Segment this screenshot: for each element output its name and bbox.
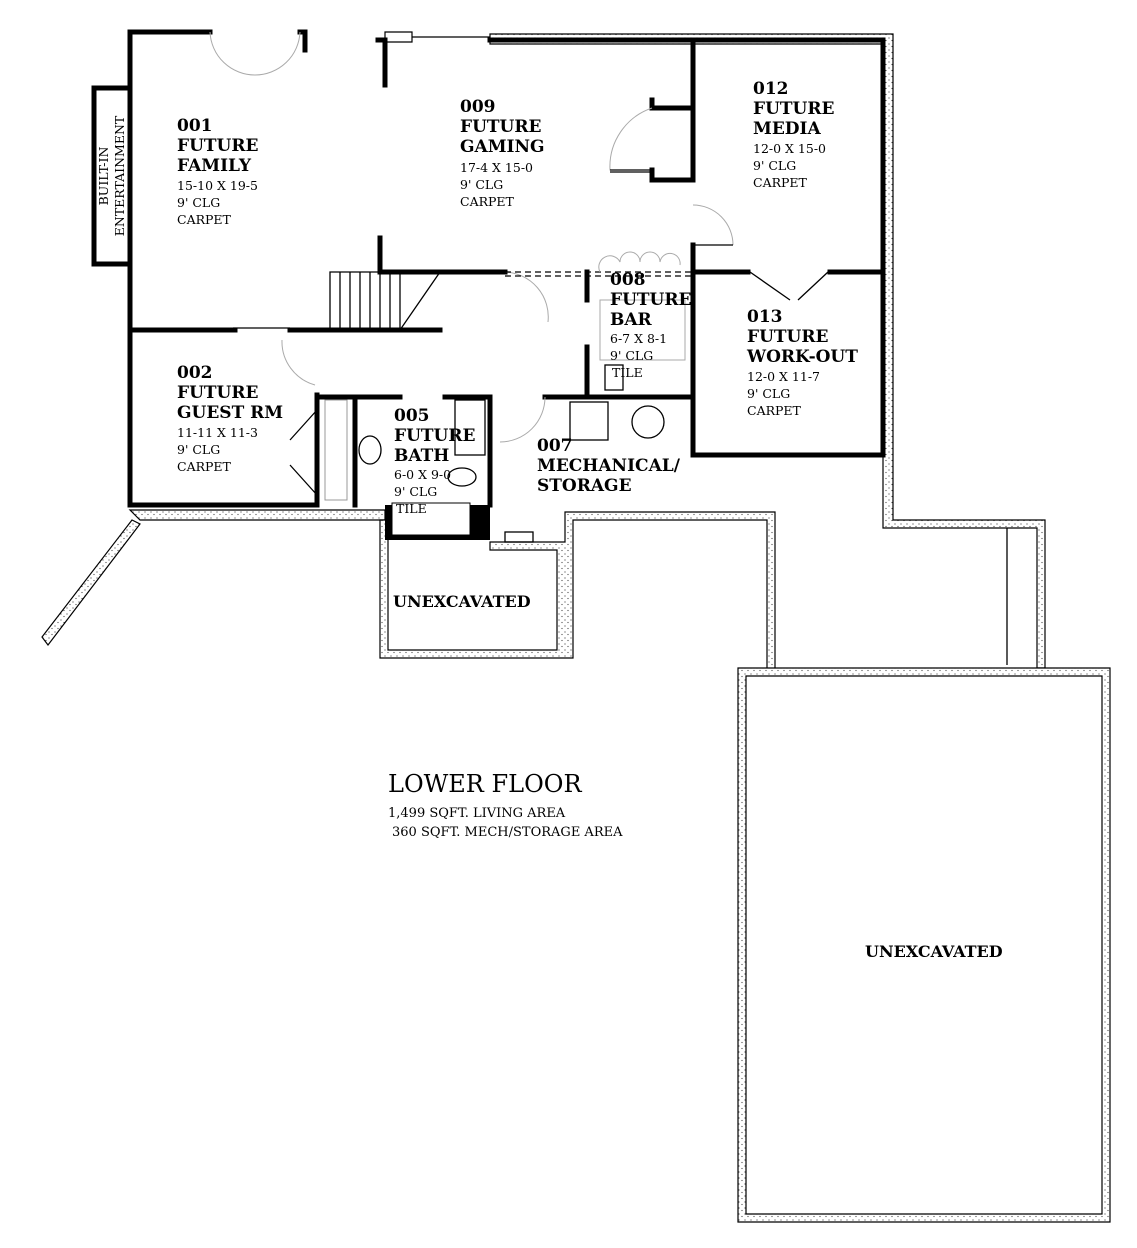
room-label-text: FUTURE [460, 117, 541, 137]
floor-title-block: LOWER FLOOR 1,499 SQFT. LIVING AREA 360 … [388, 770, 623, 840]
room-label-text: 007 [537, 436, 573, 456]
room-label-text: CARPET [753, 175, 808, 190]
room-label-text: BATH [394, 446, 449, 466]
room-005-label: 005 FUTURE BATH 6-0 X 9-0 9' CLG TILE [394, 406, 475, 516]
room-label-text: 6-7 X 8-1 [610, 331, 667, 346]
unexcavated-label-large: UNEXCAVATED [865, 942, 1003, 961]
room-label-text: 005 [394, 406, 430, 426]
room-label-text: 12-0 X 15-0 [753, 141, 826, 156]
room-label-text: TILE [612, 365, 643, 380]
room-label-text: FUTURE [177, 383, 258, 403]
room-007-label: 007 MECHANICAL/ STORAGE [537, 436, 681, 496]
room-label-text: FUTURE [753, 99, 834, 119]
room-label-text: BAR [610, 310, 653, 330]
room-label-text: CARPET [177, 459, 232, 474]
living-area: 1,499 SQFT. LIVING AREA [388, 806, 566, 821]
unexcavated-label-small: UNEXCAVATED [393, 592, 531, 611]
room-012-label: 012 FUTURE MEDIA 12-0 X 15-0 9' CLG CARP… [753, 79, 834, 190]
room-label-text: 013 [747, 307, 783, 327]
room-label-text: 9' CLG [460, 177, 503, 192]
room-label-text: 12-0 X 11-7 [747, 369, 820, 384]
room-label-text: MECHANICAL/ [537, 456, 681, 476]
built-in-entertainment-label: BUILT-IN ENTERTAINMENT [96, 115, 127, 236]
room-001-label: 001 FUTURE FAMILY 15-10 X 19-5 9' CLG CA… [177, 116, 258, 227]
room-label-text: 9' CLG [610, 348, 653, 363]
room-label-text: 008 [610, 270, 646, 290]
room-label-text: 9' CLG [747, 386, 790, 401]
floor-title: LOWER FLOOR [388, 770, 582, 798]
room-label-text: CARPET [747, 403, 802, 418]
room-009-label: 009 FUTURE GAMING 17-4 X 15-0 9' CLG CAR… [460, 97, 545, 209]
room-label-text: TILE [396, 501, 427, 516]
room-label-text: CARPET [177, 212, 232, 227]
room-label-text: 9' CLG [394, 484, 437, 499]
built-in-line-1: BUILT-IN [96, 147, 111, 206]
room-label-text: 6-0 X 9-0 [394, 467, 451, 482]
room-013-label: 013 FUTURE WORK-OUT 12-0 X 11-7 9' CLG C… [746, 307, 858, 418]
room-label-text: FUTURE [610, 290, 691, 310]
room-label-text: 9' CLG [177, 195, 220, 210]
room-label-text: FUTURE [177, 136, 258, 156]
room-label-text: GUEST RM [177, 403, 283, 423]
room-label-text: FUTURE [747, 327, 828, 347]
foundation-walls [41, 31, 1111, 1223]
room-label-text: GAMING [460, 137, 545, 157]
fixtures [129, 31, 829, 543]
mech-storage-area: 360 SQFT. MECH/STORAGE AREA [392, 825, 623, 840]
room-label-text: FAMILY [177, 156, 252, 176]
walls [91, 29, 886, 540]
room-002-label: 002 FUTURE GUEST RM 11-11 X 11-3 9' CLG … [177, 363, 283, 474]
room-label-text: 009 [460, 97, 496, 117]
room-label-text: 15-10 X 19-5 [177, 178, 258, 193]
room-label-text: 17-4 X 15-0 [460, 160, 533, 175]
room-label-text: MEDIA [753, 119, 821, 139]
room-label-text: 001 [177, 116, 213, 136]
room-label-text: FUTURE [394, 426, 475, 446]
room-label-text: 002 [177, 363, 213, 383]
room-label-text: 012 [753, 79, 789, 99]
room-008-label: 008 FUTURE BAR 6-7 X 8-1 9' CLG TILE [610, 270, 691, 380]
built-in-line-2: ENTERTAINMENT [112, 115, 127, 236]
room-label-text: 9' CLG [177, 442, 220, 457]
room-label-text: 11-11 X 11-3 [177, 425, 258, 440]
room-label-text: STORAGE [537, 476, 632, 496]
room-label-text: WORK-OUT [746, 347, 858, 367]
room-label-text: 9' CLG [753, 158, 796, 173]
room-label-text: CARPET [460, 194, 515, 209]
